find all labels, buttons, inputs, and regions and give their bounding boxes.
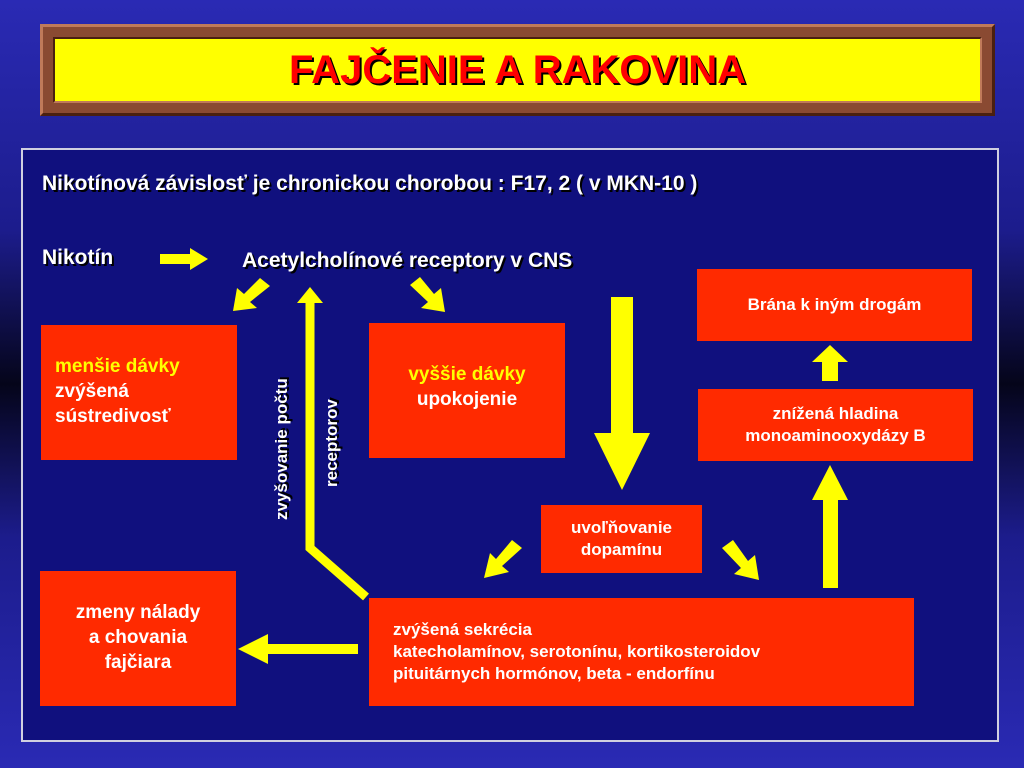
mood-line3: fajčiara (104, 651, 172, 673)
higher-doses-line2: upokojenie (416, 388, 518, 410)
box-mood: zmeny nálady a chovania fajčiara (40, 571, 236, 706)
lower-doses-line3: sústredivosť (55, 405, 171, 427)
gateway-text: Brána k iným drogám (747, 294, 922, 314)
arrow-to-mood (238, 634, 358, 664)
arrow-to-lower-doses (233, 278, 270, 311)
arrow-dopamine-down-right (722, 540, 759, 580)
dopamine-line2: dopamínu (580, 540, 663, 559)
mood-line2: a chovania (88, 627, 188, 649)
nikotin-label: Nikotín (42, 246, 114, 269)
mao-line1: znížená hladina (772, 403, 899, 423)
box-lower-doses: menšie dávky zvýšená sústredivosť (41, 325, 237, 460)
arrow-feedback-up-head (297, 287, 323, 303)
lower-doses-line2: zvýšená (55, 381, 129, 403)
arrow-dopamine-down-left (484, 540, 522, 578)
lower-doses-line1: menšie dávky (55, 356, 180, 378)
box-dopamine: uvoľňovanie dopamínu (541, 505, 702, 573)
arrow-to-gateway (812, 345, 848, 381)
arrow-feedback-path (305, 300, 369, 601)
arrow-to-higher-doses (410, 277, 445, 312)
receptors-label: Acetylcholínové receptory v CNS (242, 249, 573, 272)
title-panel: FAJČENIE A RAKOVINA (53, 37, 982, 103)
subtitle: Nikotínová závislosť je chronickou choro… (42, 172, 698, 195)
box-higher-doses: vyššie dávky upokojenie (369, 323, 565, 458)
secretion-line1: zvýšená sekrécia (393, 619, 532, 639)
secretion-line3: pituitárnych hormónov, beta - endorfínu (393, 664, 715, 684)
mao-line2: monoaminooxydázy B (745, 426, 926, 445)
dopamine-line1: uvoľňovanie (570, 517, 672, 537)
arrow-nikotin-right (160, 248, 208, 270)
secretion-line2: katecholamínov, serotonínu, kortikostero… (393, 641, 761, 661)
box-mao: znížená hladina monoaminooxydázy B (698, 389, 973, 461)
higher-doses-line1: vyššie dávky (408, 364, 526, 385)
arrow-to-mao (812, 465, 848, 588)
box-gateway: Brána k iným drogám (697, 269, 972, 341)
box-secretion: zvýšená sekrécia katecholamínov, seroton… (369, 598, 914, 706)
arrow-to-dopamine (594, 297, 650, 490)
mood-line1: zmeny nálady (75, 602, 201, 624)
title-frame: FAJČENIE A RAKOVINA (40, 24, 995, 116)
slide-title: FAJČENIE A RAKOVINA (288, 47, 747, 92)
